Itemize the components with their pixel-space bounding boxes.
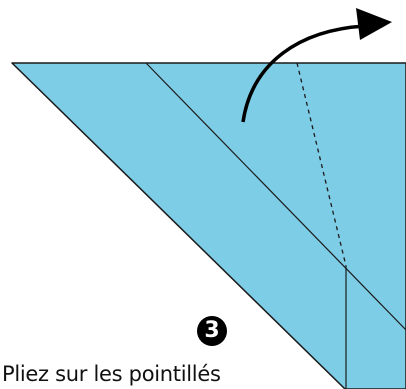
- arrow-head-icon: [356, 8, 392, 40]
- instruction-caption: Pliez sur les pointillés: [2, 362, 221, 386]
- step-number-badge: 3: [197, 316, 227, 346]
- dashed-fold-line: [296, 62, 347, 267]
- paper-triangle: [11, 62, 406, 389]
- curved-arrow-icon: [241, 24, 366, 123]
- flap-crease-line: [145, 62, 406, 331]
